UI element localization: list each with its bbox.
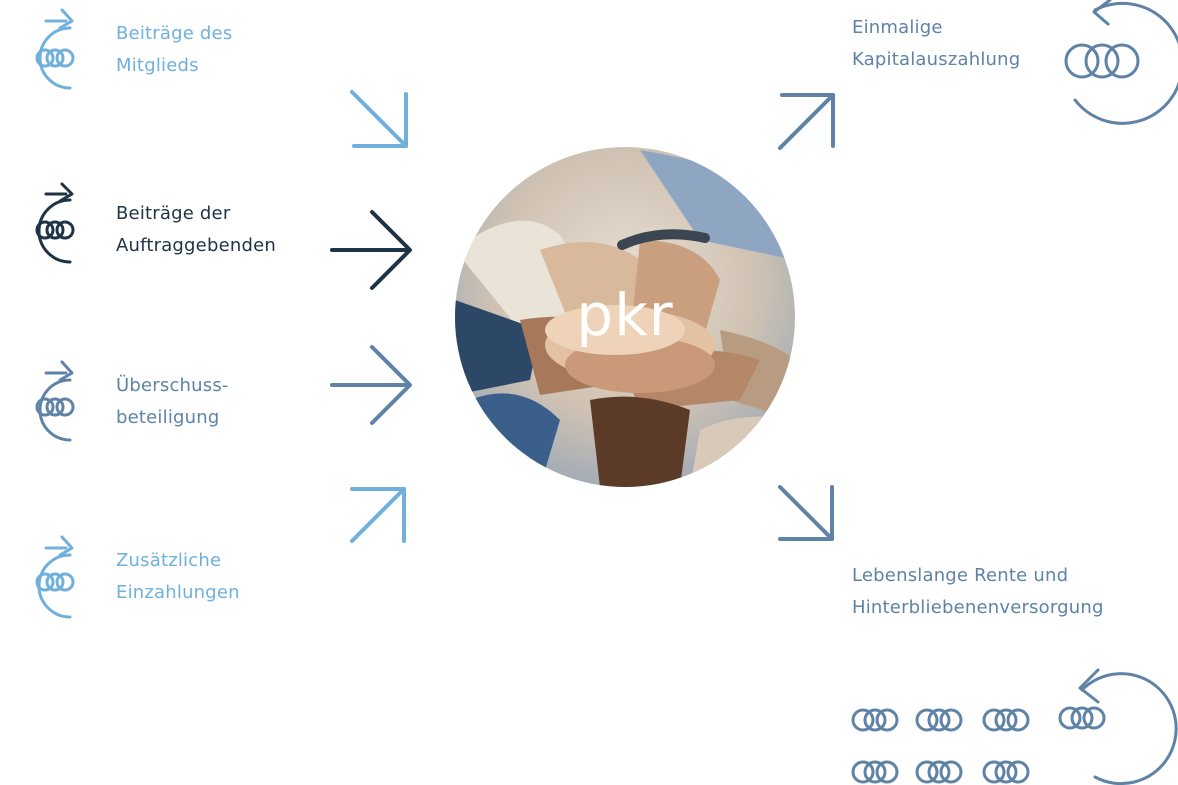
output-label-lump-sum: Einmalige Kapitalauszahlung [852, 12, 1020, 76]
input-label-employer-contributions: Beiträge der Auftraggebenden [116, 198, 276, 262]
input-label-line: Beiträge der [116, 203, 231, 224]
output-label-line: Einmalige [852, 17, 943, 38]
output-label-line: Hinterbliebenenversorgung [852, 597, 1104, 618]
coin-cycle-icon [1064, 0, 1178, 125]
arrow-down-right-icon [778, 485, 834, 541]
input-label-line: Einzahlungen [116, 582, 240, 603]
input-label-line: Auftraggebenden [116, 235, 276, 256]
arrow-right-icon [330, 345, 412, 425]
brand-label: pkr [576, 281, 674, 349]
coin-cycle-icon [35, 360, 75, 442]
input-label-line: Überschuss- [116, 375, 229, 396]
output-label-lifelong-pension: Lebenslange Rente und Hinterbliebenenver… [852, 560, 1104, 624]
input-label-line: Beiträge des [116, 23, 233, 44]
arrow-down-right-icon [350, 90, 408, 148]
arrow-up-right-icon [350, 487, 406, 543]
arrow-up-right-icon [778, 93, 835, 150]
coin-cycle-icon [35, 8, 75, 90]
input-label-surplus-participation: Überschuss- beteiligung [116, 370, 229, 434]
coin-cycle-icon [35, 535, 75, 619]
input-label-line: beteiligung [116, 407, 220, 428]
input-label-line: Mitglieds [116, 55, 199, 76]
coin-stack-cycle-icon [851, 668, 1178, 785]
input-label-additional-payments: Zusätzliche Einzahlungen [116, 545, 240, 609]
output-label-line: Kapitalauszahlung [852, 49, 1021, 70]
input-label-member-contributions: Beiträge des Mitglieds [116, 18, 232, 82]
output-label-line: Lebenslange Rente und [852, 565, 1069, 586]
arrow-right-icon [330, 210, 412, 290]
input-label-line: Zusätzliche [116, 550, 222, 571]
coin-cycle-icon [35, 182, 75, 264]
center-photo [455, 147, 795, 487]
